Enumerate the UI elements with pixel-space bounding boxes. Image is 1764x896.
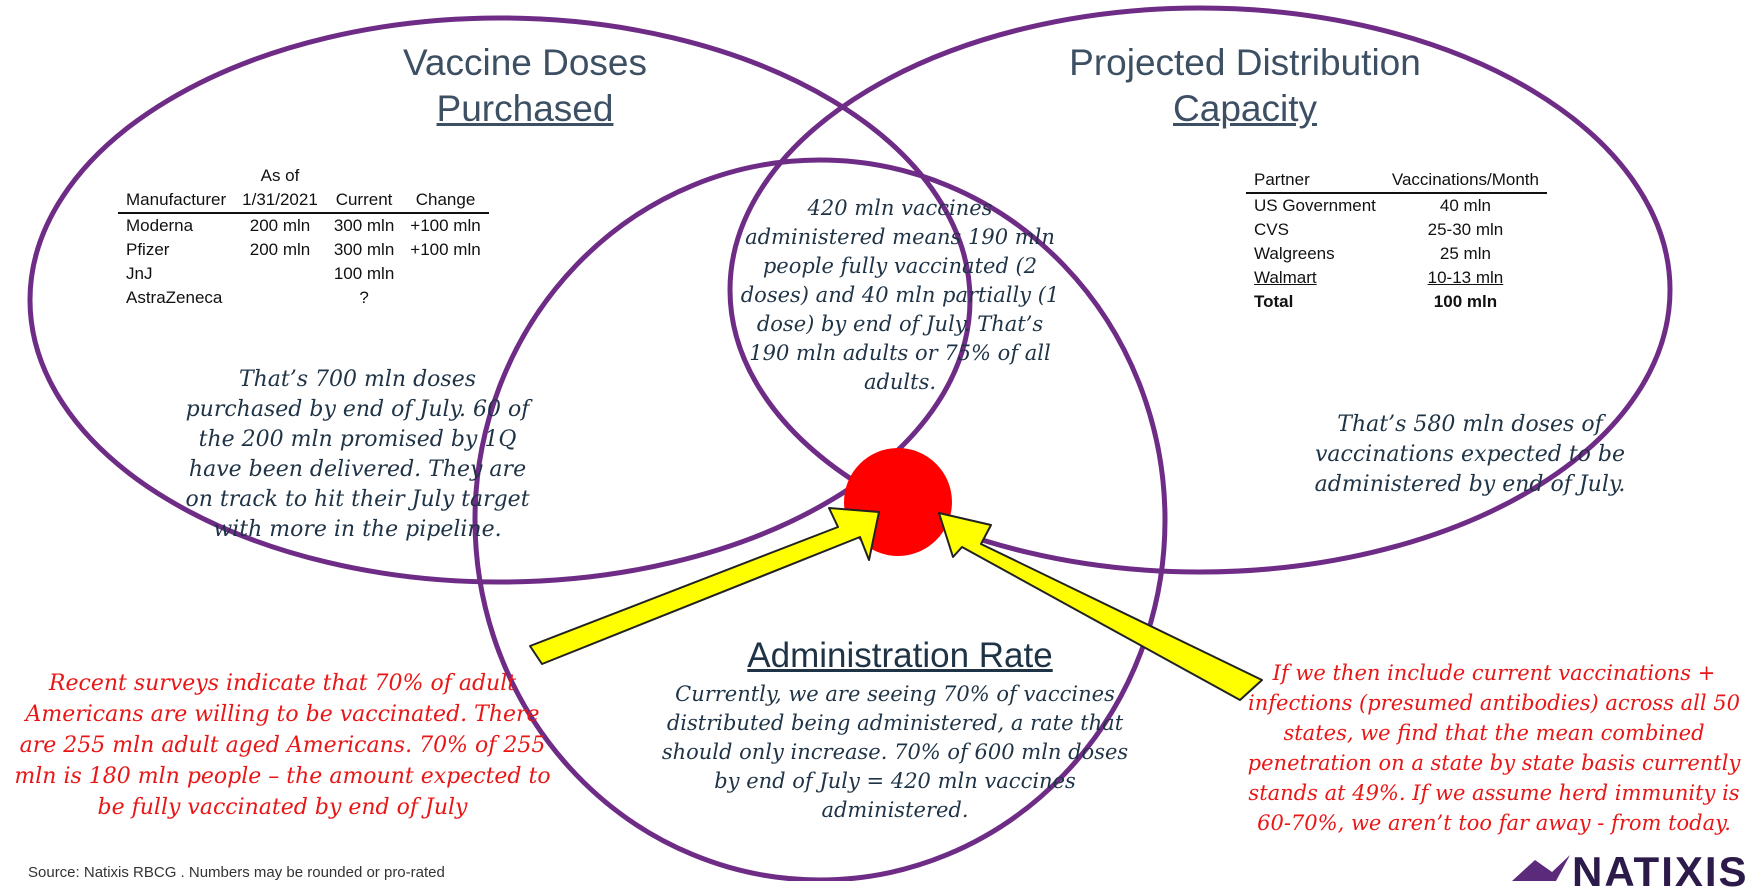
- table-row: JnJ 100 mln: [118, 262, 489, 286]
- vaccinations-cell: 10-13 mln: [1427, 268, 1504, 287]
- change-cell: [402, 286, 488, 310]
- change-cell: +100 mln: [410, 216, 481, 235]
- vaccinations-cell: 40 mln: [1439, 196, 1491, 215]
- table-row-total: Total 100 mln: [1246, 290, 1547, 314]
- change-cell: [402, 262, 488, 286]
- purchased-header-change: Change: [402, 188, 489, 214]
- purchased-note: That’s 700 mln doses purchased by end of…: [185, 367, 530, 542]
- left-arrow: [529, 507, 880, 665]
- partner-cell: CVS: [1254, 220, 1289, 239]
- table-row: US Government 40 mln: [1246, 193, 1547, 218]
- administration-note: Currently, we are seeing 70% of vaccines…: [661, 682, 1129, 822]
- distribution-table-header: Partner Vaccinations/Month: [1246, 168, 1547, 194]
- natixis-logo: NATIXIS: [1572, 848, 1749, 895]
- asof-cell: 200 mln: [249, 240, 311, 259]
- change-cell: +100 mln: [410, 240, 481, 259]
- current-cell: ?: [359, 288, 369, 307]
- purchased-header-date: 1/31/2021: [234, 188, 326, 214]
- table-row: Walgreens 25 mln: [1246, 242, 1547, 266]
- purchased-header-asof: As of: [260, 166, 300, 185]
- distribution-title-line2: Capacity: [1173, 88, 1317, 129]
- distribution-title-line1: Projected Distribution: [1069, 42, 1421, 83]
- asof-cell: 200 mln: [249, 216, 311, 235]
- distribution-note: That’s 580 mln doses of vaccinations exp…: [1314, 412, 1626, 497]
- partner-cell: Walmart: [1254, 268, 1317, 287]
- distribution-table: Partner Vaccinations/Month US Government…: [1246, 168, 1547, 314]
- right-arrow: [938, 512, 1263, 701]
- source-note: Source: Natixis RBCG . Numbers may be ro…: [28, 864, 445, 881]
- table-row: CVS 25-30 mln: [1246, 218, 1547, 242]
- vaccinations-cell: 100 mln: [1433, 292, 1498, 311]
- circle-administration-rate: [472, 157, 1168, 881]
- purchased-table: As of Manufacturer 1/31/2021 Current Cha…: [118, 164, 489, 310]
- asof-cell: [234, 286, 326, 310]
- current-cell: 300 mln: [333, 240, 395, 259]
- circle-vaccine-doses: [27, 15, 973, 585]
- distribution-header-vaccinations: Vaccinations/Month: [1383, 168, 1547, 194]
- left-callout: Recent surveys indicate that 70% of adul…: [14, 671, 551, 820]
- purchased-table-header-top: As of: [118, 164, 489, 188]
- vaccinations-cell: 25-30 mln: [1427, 220, 1504, 239]
- distribution-title: Projected Distribution Capacity: [1030, 40, 1460, 132]
- administration-title: Administration Rate: [747, 636, 1053, 675]
- purchased-title: Vaccine Doses Purchased: [330, 40, 720, 132]
- manufacturer-cell: JnJ: [126, 264, 153, 283]
- purchased-table-header: Manufacturer 1/31/2021 Current Change: [118, 188, 489, 214]
- purchased-title-line1: Vaccine Doses: [402, 42, 648, 83]
- partner-cell: Total: [1254, 292, 1294, 311]
- table-row: Pfizer 200 mln 300 mln +100 mln: [118, 238, 489, 262]
- partner-cell: Walgreens: [1254, 244, 1335, 263]
- partner-cell: US Government: [1254, 196, 1376, 215]
- vaccinations-cell: 25 mln: [1439, 244, 1491, 263]
- asof-cell: [234, 262, 326, 286]
- manufacturer-cell: Moderna: [126, 216, 194, 235]
- natixis-logo-mark: [1512, 855, 1570, 881]
- current-cell: 100 mln: [333, 264, 395, 283]
- table-row: AstraZeneca ?: [118, 286, 489, 310]
- purchased-header-manufacturer: Manufacturer: [118, 188, 235, 214]
- manufacturer-cell: AstraZeneca: [126, 288, 223, 307]
- current-cell: 300 mln: [333, 216, 395, 235]
- purchased-title-line2: Purchased: [436, 88, 614, 129]
- table-row: Walmart 10-13 mln: [1246, 266, 1547, 290]
- center-note: 420 mln vaccines administered means 190 …: [740, 196, 1060, 394]
- purchased-header-current: Current: [325, 188, 403, 214]
- manufacturer-cell: Pfizer: [126, 240, 170, 259]
- circle-distribution-capacity: [727, 5, 1673, 575]
- distribution-header-partner: Partner: [1246, 168, 1384, 194]
- table-row: Moderna 200 mln 300 mln +100 mln: [118, 213, 489, 238]
- right-callout: If we then include current vaccinations …: [1247, 661, 1741, 835]
